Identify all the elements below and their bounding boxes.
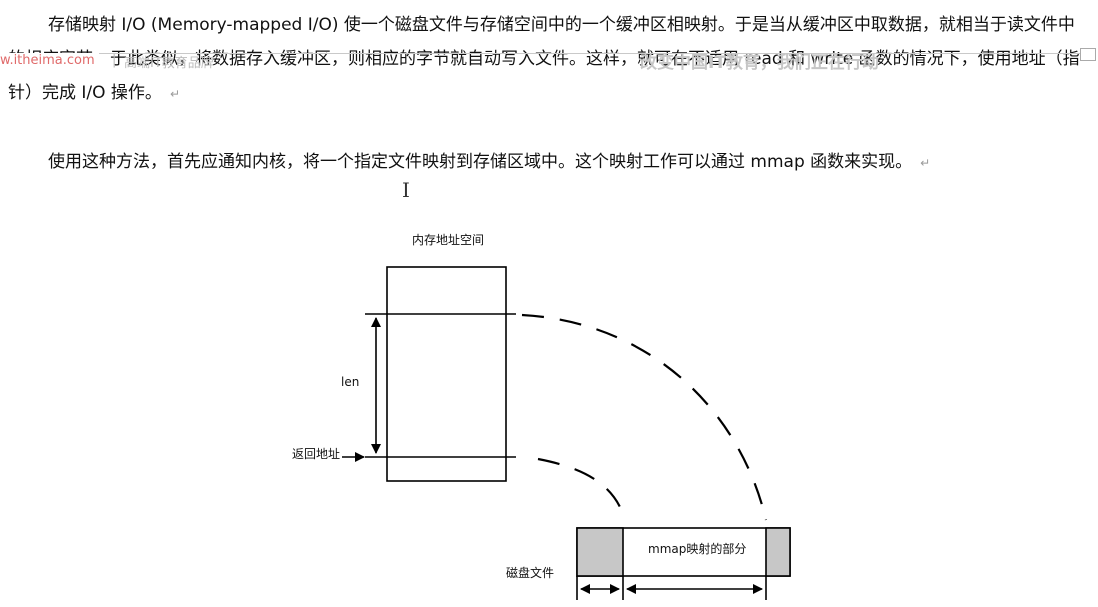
paragraph-mmap-usage: 使用这种方法，首先应通知内核，将一个指定文件映射到存储区域中。这个映射工作可以通… (8, 145, 1083, 180)
disk-file-left-segment (576, 527, 624, 577)
return-address-label: 返回地址 (292, 447, 340, 461)
mapping-dashed-inner (537, 457, 627, 521)
paragraph-text: 存储映射 I/O (Memory-mapped I/O) 使一个磁盘文件与存储空… (8, 15, 1080, 103)
disk-file-label: 磁盘文件 (506, 565, 554, 580)
len-label: len (341, 375, 359, 389)
paragraph-mark-icon: ↵ (169, 87, 180, 101)
mmap-mapped-part-label: mmap映射的部分 (648, 541, 746, 556)
mapping-dashed-outer (521, 313, 768, 521)
memory-space-box (386, 266, 507, 482)
disk-file-right-segment (765, 527, 791, 577)
memory-space-label: 内存地址空间 (412, 233, 484, 247)
text-cursor-icon: I (402, 178, 410, 202)
paragraph-text: 使用这种方法，首先应通知内核，将一个指定文件映射到存储区域中。这个映射工作可以通… (48, 152, 913, 172)
paragraph-memory-mapped-io: 存储映射 I/O (Memory-mapped I/O) 使一个磁盘文件与存储空… (8, 8, 1083, 111)
paragraph-mark-icon: ↵ (920, 156, 931, 170)
